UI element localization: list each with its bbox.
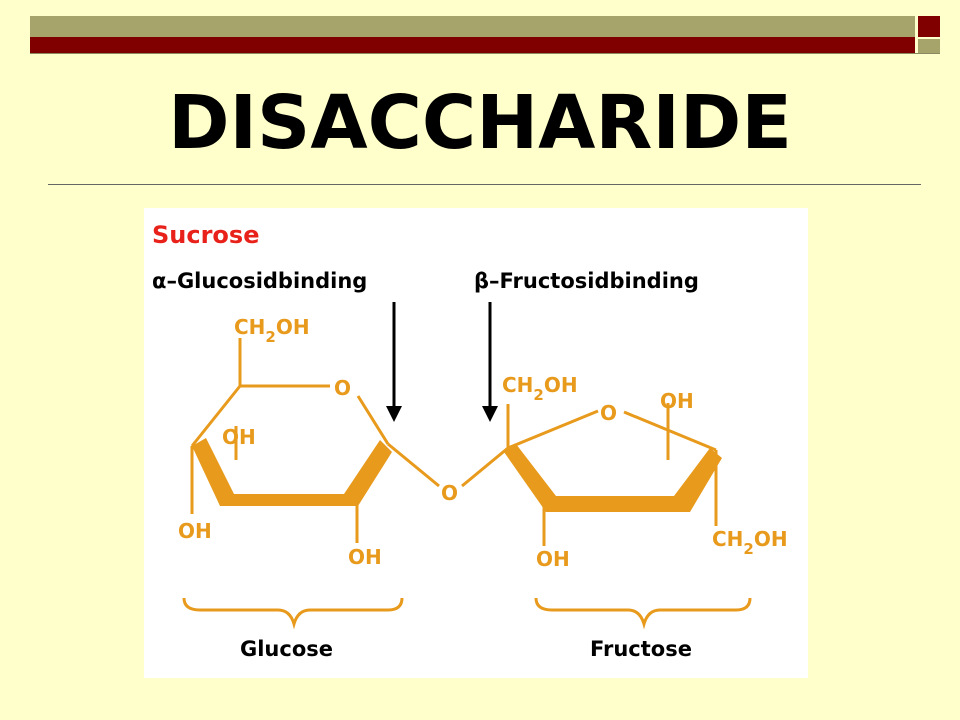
beta-label-text: –Fructosidbinding [489, 269, 699, 293]
fructose-ch2oh-top-sub: 2 [533, 386, 543, 404]
fructose-ch2oh-top-label: CH2OH [502, 373, 578, 404]
beta-symbol: β [474, 269, 489, 293]
corner-square-olive [918, 39, 940, 53]
fructose-ch2oh-right-ch: CH [712, 527, 743, 551]
glucose-label: Glucose [240, 637, 333, 661]
top-decor-line [30, 53, 940, 54]
glycosidic-oxygen: O [441, 481, 458, 505]
fructose-oh-bottom: OH [536, 547, 570, 571]
fructose-ch2oh-right-label: CH2OH [712, 527, 788, 558]
alpha-symbol: α [152, 269, 166, 293]
fructose-label: Fructose [590, 637, 692, 661]
glucose-oh-upper: OH [222, 425, 256, 449]
alpha-label-text: –Glucosidbinding [166, 269, 367, 293]
beta-arrow [482, 302, 498, 422]
slide-title: DISACCHARIDE [168, 80, 792, 166]
sucrose-structure-diagram: Sucrose α–Glucosidbinding β–Fructosidbin… [152, 221, 788, 661]
fructose-ch2oh-right-oh: OH [754, 527, 788, 551]
alpha-glucosid-label: α–Glucosidbinding [152, 269, 367, 293]
glucose-ch2oh-ch: CH [234, 315, 265, 339]
corner-square-dark [918, 16, 940, 37]
fructose-brace [534, 597, 752, 630]
title-underline [48, 184, 921, 185]
fructose-oh-top: OH [660, 389, 694, 413]
glucose-oh-left: OH [178, 519, 212, 543]
glucose-oh-bottom: OH [348, 545, 382, 569]
fructose-ring [461, 403, 718, 546]
glucose-ch2oh-sub: 2 [265, 328, 275, 346]
glucose-brace [182, 597, 404, 630]
sucrose-heading: Sucrose [152, 221, 259, 249]
sucrose-figure: Sucrose α–Glucosidbinding β–Fructosidbin… [144, 208, 808, 678]
beta-fructosid-label: β–Fructosidbinding [474, 269, 699, 293]
top-decor-accent-bar [30, 37, 915, 53]
top-decor-bar [30, 16, 915, 37]
glucose-ring-oxygen: O [334, 376, 351, 400]
glucose-ch2oh-label: CH2OH [234, 315, 310, 346]
glucose-ch2oh-oh: OH [276, 315, 310, 339]
fructose-ring-oxygen: O [600, 401, 617, 425]
fructose-ch2oh-top-ch: CH [502, 373, 533, 397]
fructose-ring-front [504, 444, 722, 512]
fructose-ch2oh-top-oh: OH [544, 373, 578, 397]
alpha-arrow [386, 302, 402, 422]
fructose-ch2oh-right-sub: 2 [743, 540, 753, 558]
glucose-ring [190, 338, 440, 543]
